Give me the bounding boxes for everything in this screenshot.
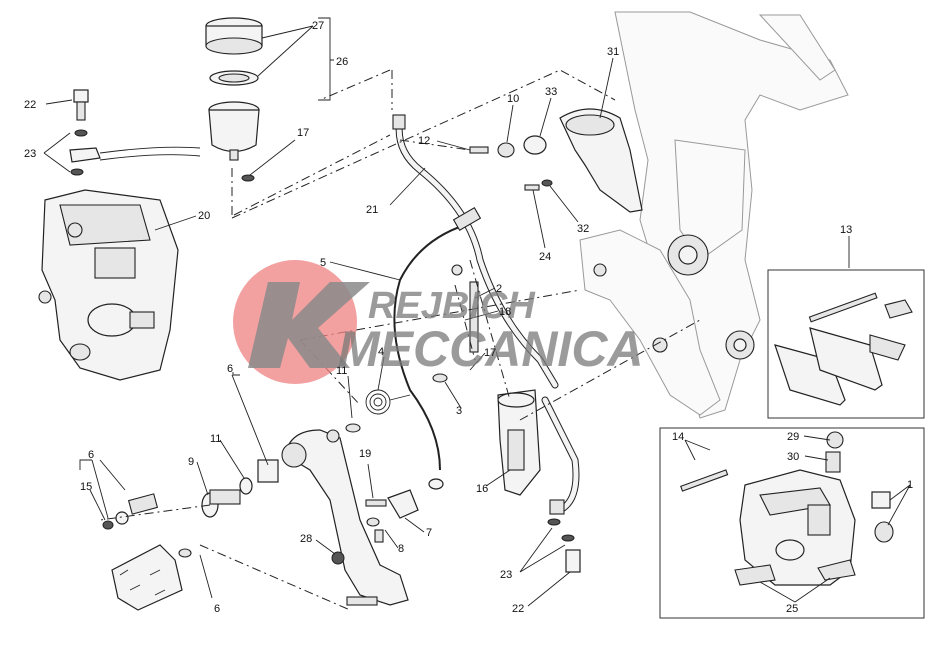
label-3: 3 — [456, 405, 462, 417]
leader-lines — [43, 17, 911, 607]
label-28: 28 — [300, 533, 312, 545]
label-2: 2 — [496, 283, 502, 295]
rear-master-cylinder — [451, 264, 581, 573]
label-33: 33 — [545, 86, 557, 98]
label-14: 14 — [672, 431, 684, 443]
label-24: 24 — [539, 251, 551, 263]
motorcycle-frame — [579, 11, 849, 419]
banjo-bolt-upper — [69, 89, 201, 176]
label-6a: 6 — [227, 363, 233, 375]
watermark-line1: REJBICH — [368, 285, 536, 327]
part-labels: 27 26 17 22 23 20 21 5 12 10 33 31 32 24… — [24, 20, 913, 615]
label-22a: 22 — [24, 99, 36, 111]
label-6c: 6 — [214, 603, 220, 615]
watermark-logo: REJBICH MECCANICA — [233, 260, 644, 384]
return-spring — [365, 373, 448, 415]
label-19: 19 — [359, 448, 371, 460]
label-6b: 6 — [88, 449, 94, 461]
label-1: 1 — [907, 479, 913, 491]
caliper-kit-box — [659, 427, 925, 619]
label-15: 15 — [80, 481, 92, 493]
brake-hose-21 — [392, 114, 559, 389]
brake-fluid-reservoir — [205, 17, 263, 182]
label-17a: 17 — [297, 127, 309, 139]
footpeg — [102, 493, 192, 611]
label-5: 5 — [320, 257, 326, 269]
label-11a: 11 — [336, 365, 347, 377]
label-4: 4 — [378, 346, 384, 358]
rear-brake-caliper — [38, 189, 179, 381]
label-23b: 23 — [500, 569, 512, 581]
watermark-line2: MECCANICA — [338, 321, 644, 377]
label-22b: 22 — [512, 603, 524, 615]
sensor-cable-5 — [393, 207, 482, 490]
label-17b: 17 — [484, 347, 496, 359]
brake-pads-box — [767, 269, 925, 419]
label-13: 13 — [840, 224, 852, 236]
label-31: 31 — [607, 46, 619, 58]
watermark-k-mark — [248, 282, 370, 368]
label-23a: 23 — [24, 148, 36, 160]
label-20: 20 — [198, 210, 210, 222]
label-27: 27 — [312, 20, 324, 32]
pushrod-clevis — [365, 489, 419, 543]
label-26: 26 — [336, 56, 348, 68]
label-9: 9 — [188, 456, 194, 468]
pedal-pivot-assembly — [201, 423, 361, 518]
reservoir-bracket — [469, 108, 643, 213]
label-10: 10 — [507, 93, 519, 105]
rear-brake-pedal — [281, 429, 409, 606]
label-30: 30 — [787, 451, 799, 463]
label-16: 16 — [476, 483, 488, 495]
label-12: 12 — [418, 135, 430, 147]
label-7: 7 — [426, 527, 432, 539]
label-25: 25 — [786, 603, 798, 615]
label-11b: 11 — [210, 433, 221, 445]
label-8: 8 — [398, 543, 404, 555]
label-29: 29 — [787, 431, 799, 443]
label-21: 21 — [366, 204, 378, 216]
label-18: 18 — [499, 306, 511, 318]
label-32: 32 — [577, 223, 589, 235]
